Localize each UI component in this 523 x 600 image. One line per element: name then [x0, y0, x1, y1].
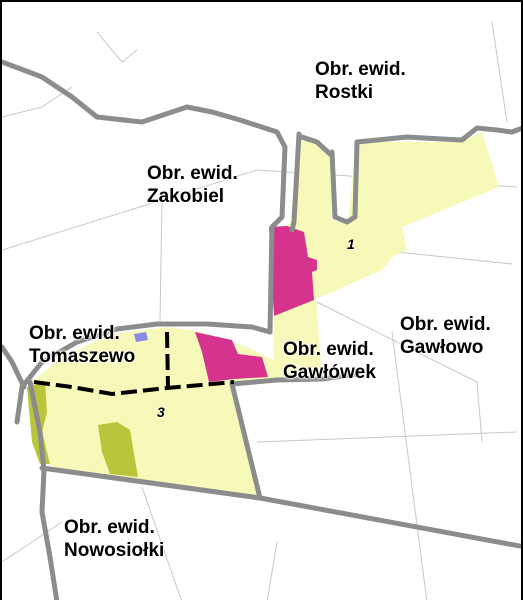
area-dividers — [33, 331, 235, 397]
boundary-rostki — [329, 125, 521, 225]
area-number-1: 1 — [347, 236, 355, 252]
label-zakobiel: Obr. ewid. Zakobiel — [147, 162, 238, 208]
boundary-gawlowek — [14, 321, 273, 425]
label-zakobiel-line2: Zakobiel — [147, 186, 225, 207]
area-divider-vertical — [165, 331, 170, 389]
label-rostki: Obr. ewid. Rostki — [315, 58, 406, 104]
label-gawlowek: Obr. ewid. Gawłówek — [283, 338, 376, 384]
label-gawlowek-line2: Gawłówek — [283, 362, 376, 383]
water-body — [134, 332, 148, 342]
boundary-north — [2, 59, 288, 335]
label-nowosiolki-line1: Obr. ewid. — [64, 517, 155, 538]
area-number-3: 3 — [157, 404, 165, 420]
road-line — [96, 31, 138, 63]
precinct-boundaries — [2, 59, 521, 600]
road-line — [2, 521, 63, 563]
road-line — [159, 199, 163, 323]
road-line — [2, 86, 73, 118]
road-line — [396, 251, 513, 265]
label-zakobiel-line1: Obr. ewid. — [147, 163, 238, 184]
label-gawlowo: Obr. ewid. Gawłowo — [400, 313, 491, 359]
green-zone-field — [98, 422, 138, 477]
road-line — [391, 331, 428, 600]
road-line — [266, 541, 278, 600]
road-lines — [2, 21, 518, 600]
boundary-north-notch — [289, 131, 302, 233]
label-gawlowek-line1: Obr. ewid. — [283, 339, 374, 360]
label-tomaszewo-line2: Tomaszewo — [29, 346, 136, 367]
boundary-east — [299, 134, 333, 157]
boundary-southwest — [27, 379, 60, 600]
development-area-north — [274, 132, 499, 378]
service-zone-south — [195, 332, 268, 382]
label-gawlowo-line1: Obr. ewid. — [400, 314, 491, 335]
boundary-central — [229, 381, 263, 501]
boundary-west — [2, 344, 27, 390]
road-line — [141, 486, 182, 600]
boundary-road — [229, 371, 360, 387]
road-line — [256, 431, 518, 443]
label-nowosiolki-line2: Nowosiołki — [64, 540, 165, 561]
road-line — [491, 21, 508, 123]
label-tomaszewo-line1: Obr. ewid. — [29, 323, 120, 344]
label-rostki-line1: Obr. ewid. — [315, 59, 406, 80]
label-tomaszewo: Obr. ewid. Tomaszewo — [29, 322, 135, 368]
label-nowosiolki: Obr. ewid. Nowosiołki — [64, 516, 164, 562]
road-line — [316, 301, 483, 443]
label-rostki-line2: Rostki — [315, 82, 374, 103]
area-divider-horizontal — [33, 380, 235, 397]
label-gawlowo-line2: Gawłowo — [400, 337, 484, 358]
service-zones — [195, 226, 317, 382]
service-zone-north — [269, 226, 317, 316]
